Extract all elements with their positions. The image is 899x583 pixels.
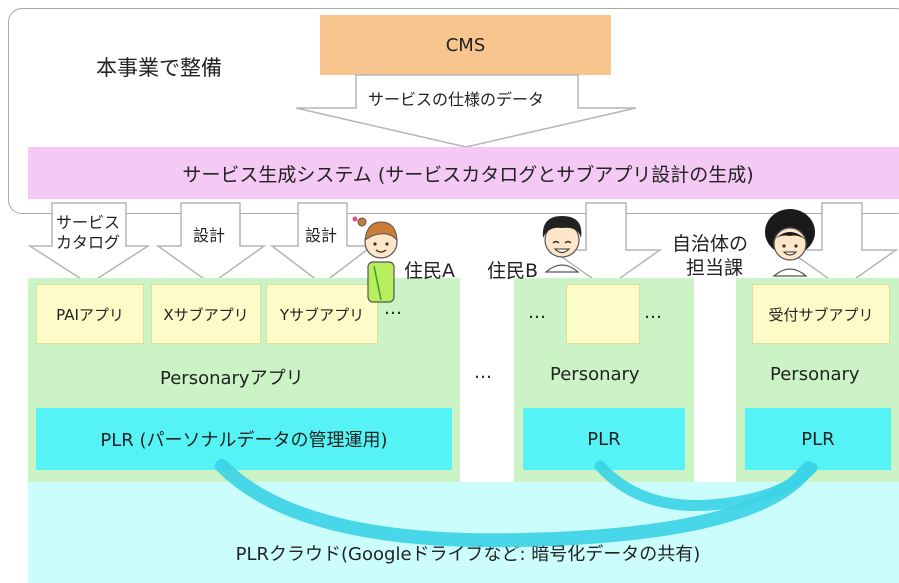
catalog-arrow — [27, 202, 151, 285]
x-design-arrow — [155, 202, 267, 285]
plr-a: PLR (パーソナルデータの管理運用) — [36, 408, 452, 470]
x-sub-app: Xサブアプリ — [151, 284, 261, 344]
app-b-right-ellipsis: … — [644, 302, 664, 323]
catalog-label-line1: サービス — [56, 213, 121, 232]
staff-label-line2: 担当課 — [686, 257, 744, 279]
spec-data-arrow — [295, 74, 637, 148]
cms-box: CMS — [320, 15, 611, 75]
sync-arc-a-to-c — [215, 459, 815, 548]
app-a-ellipsis: … — [384, 298, 404, 319]
staff-figure — [765, 209, 815, 277]
app-b-left-ellipsis: … — [528, 302, 548, 323]
staff-label-line1: 自治体の — [672, 233, 749, 255]
service-generation-system: サービス生成システム (サービスカタログとサブアプリ設計の生成) — [28, 147, 899, 199]
catalog-label-line2: カタログ — [56, 233, 121, 252]
scope-title: 本事業で整備 — [96, 56, 222, 80]
resident-a-figure — [352, 216, 398, 303]
pai-app: PAIアプリ — [36, 284, 144, 344]
y-design-label: 設計 — [305, 226, 338, 245]
y-design-arrow — [269, 202, 375, 285]
plr-cloud-label: PLRクラウド(Googleドライブなど: 暗号化データの共有) — [235, 544, 701, 565]
app-c-arrow — [785, 202, 899, 289]
app-c-name: Personary — [770, 364, 860, 385]
plr-b: PLR — [523, 408, 685, 470]
resident-b-label: 住民B — [487, 260, 539, 282]
app-a-name: Personaryアプリ — [160, 368, 304, 389]
y-sub-app: Yサブアプリ — [266, 284, 378, 344]
resident-a-label: 住民A — [404, 260, 455, 282]
sync-arc-b-to-c — [594, 460, 818, 511]
app-b-sub-app — [566, 284, 640, 344]
middle-ellipsis: … — [474, 362, 494, 383]
reception-sub-app: 受付サブアプリ — [752, 284, 890, 344]
spec-arrow-label: サービスの仕様のデータ — [368, 90, 545, 109]
x-design-label: 設計 — [193, 226, 226, 245]
app-b-arrow — [549, 202, 663, 289]
app-b-name: Personary — [550, 364, 640, 385]
plr-c: PLR — [745, 408, 891, 470]
resident-b-figure — [542, 216, 582, 273]
